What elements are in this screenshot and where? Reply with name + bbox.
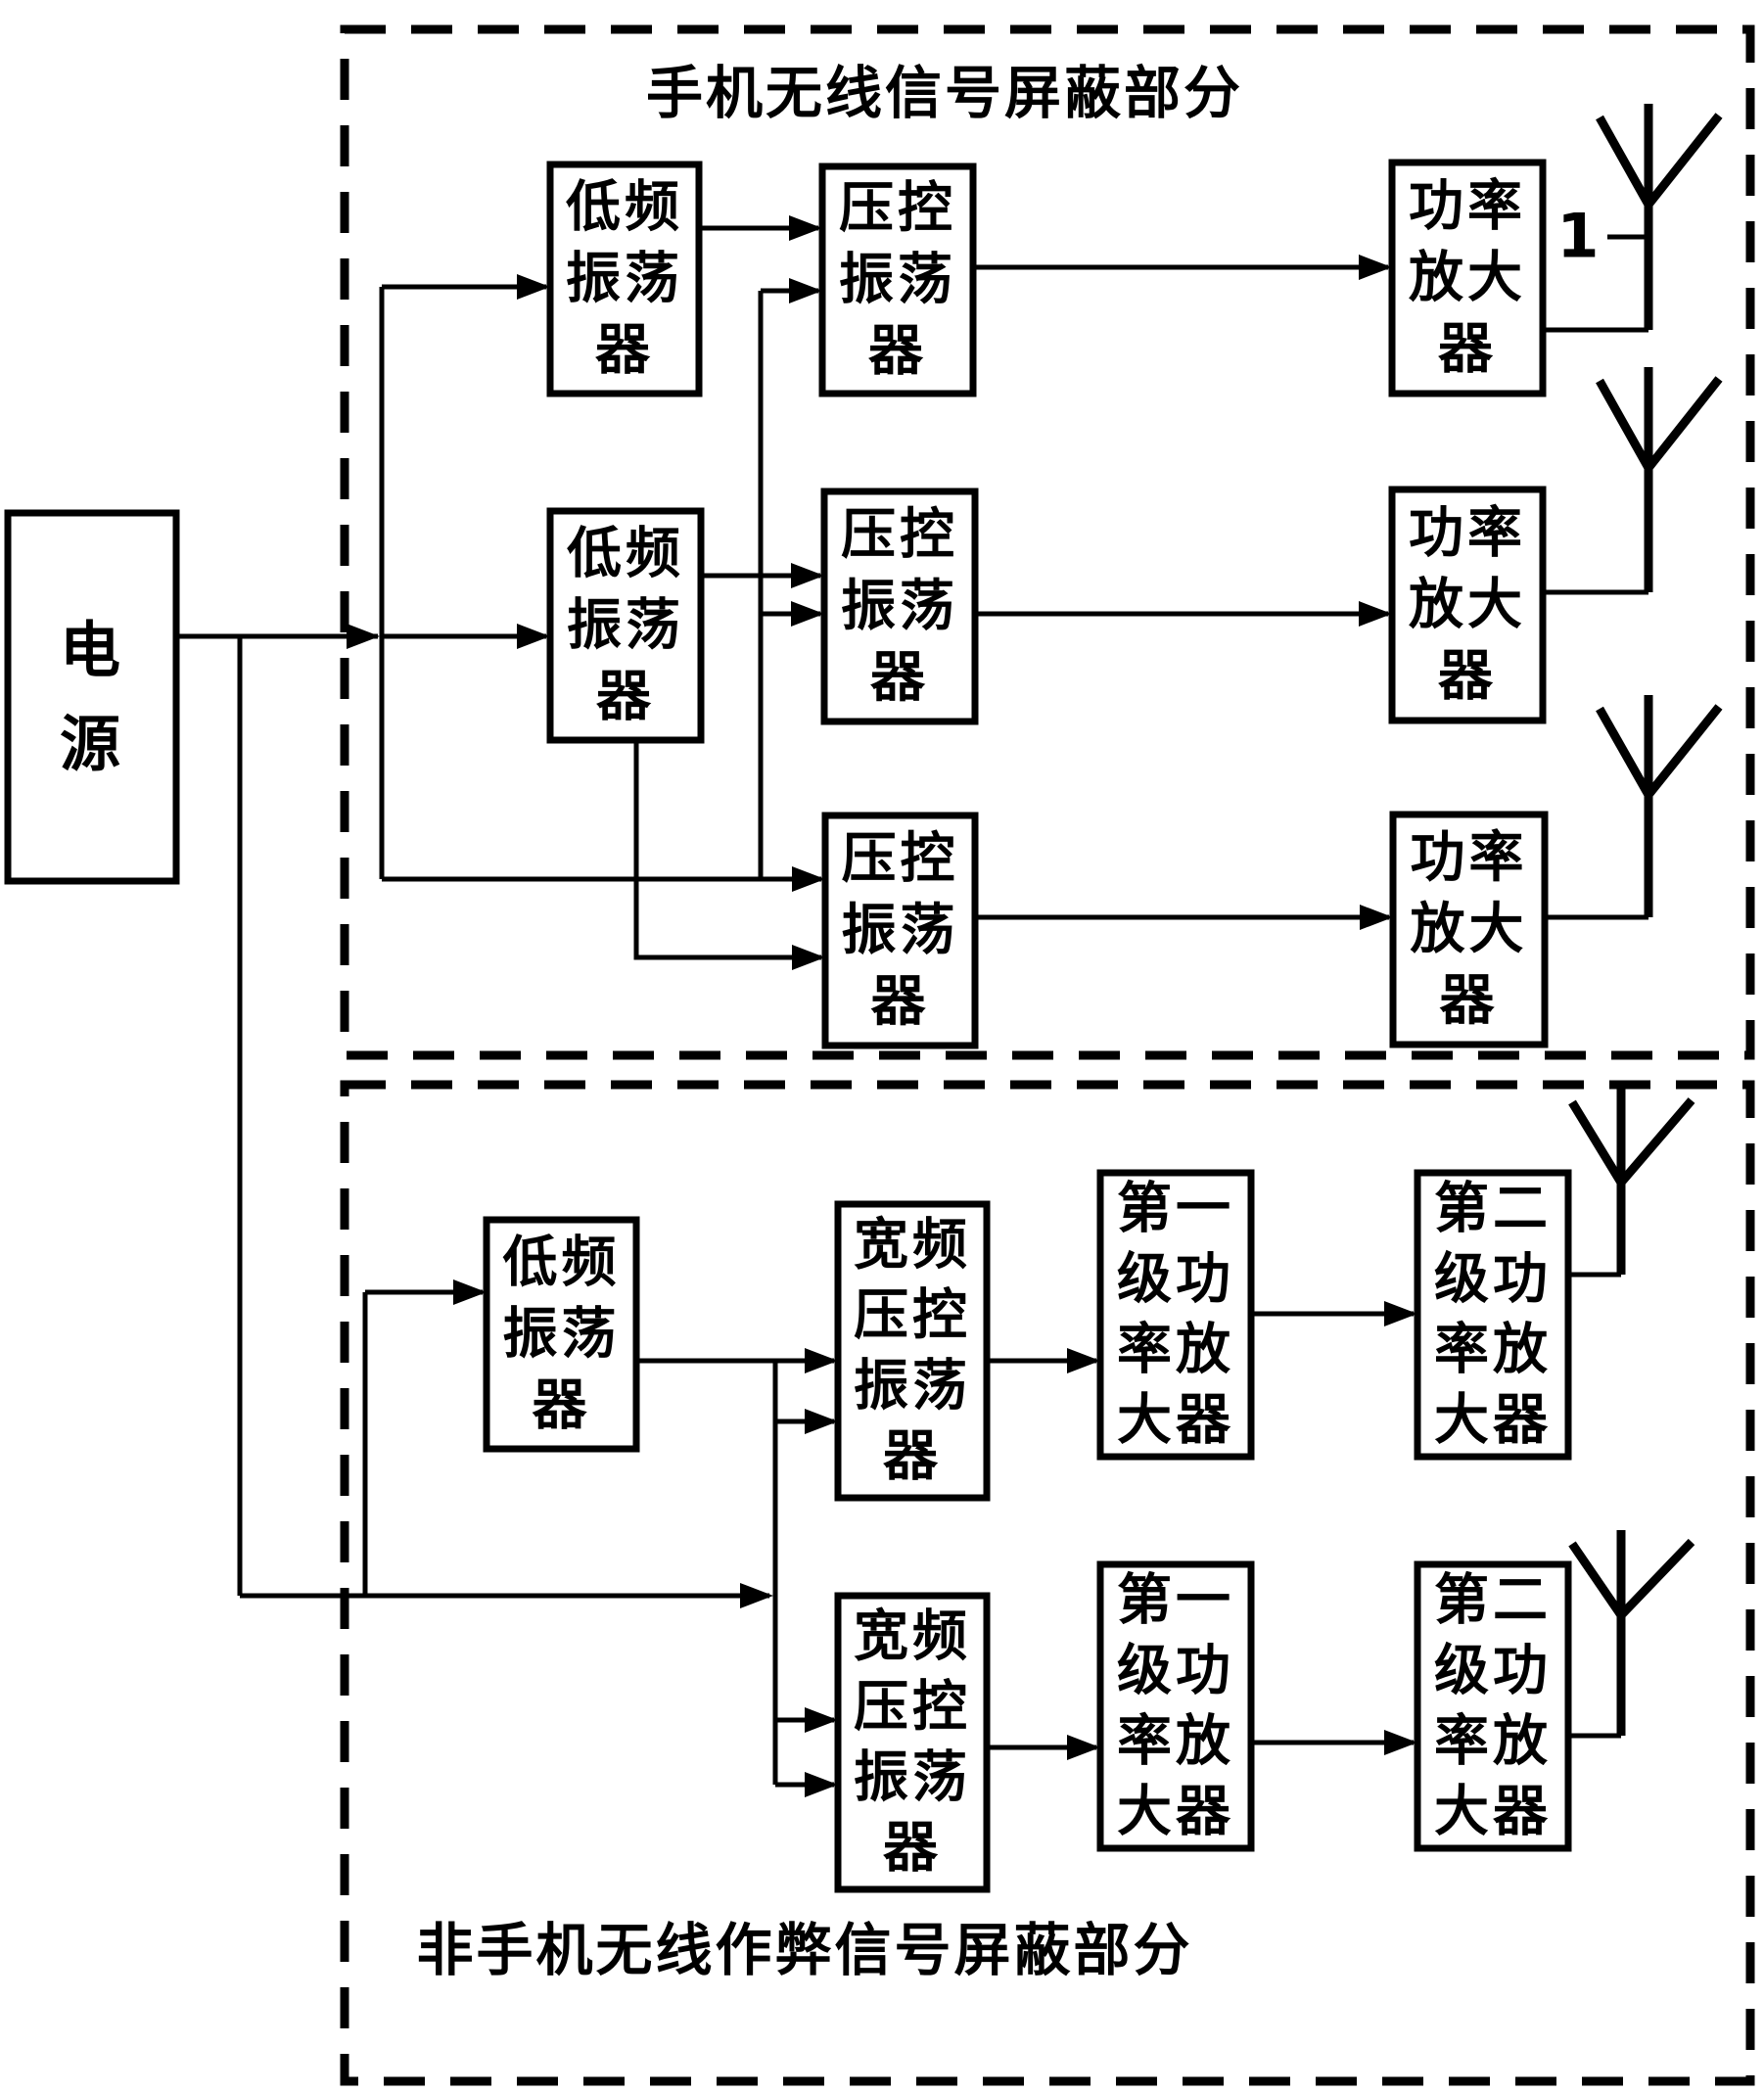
arrowhead-icon-7: [791, 601, 824, 627]
block-lf-oscillator-3-label: 低频振荡器: [503, 1232, 621, 1438]
block-stage2-power-amplifier-2-label: 第二级功率放大器: [1434, 1569, 1552, 1844]
antenna-5-icon: [1568, 1530, 1695, 1739]
block-lf-oscillator-1-border: [546, 161, 703, 397]
arrowhead-icon-3: [792, 866, 825, 892]
antenna-1-left-arm: [1596, 115, 1652, 208]
antenna-1-right-arm: [1645, 113, 1723, 208]
antenna-ref-1: 1: [1556, 201, 1599, 272]
block-lf-oscillator-2: 低频振荡器: [546, 507, 705, 744]
block-power-amplifier-3-label: 功率放大器: [1411, 826, 1528, 1033]
block-power-supply-border: [4, 509, 180, 885]
antenna-4-left-arm: [1568, 1099, 1625, 1186]
block-power-amplifier-1: 功率放大器: [1388, 159, 1547, 397]
block-stage1-power-amplifier-1-label: 第一级功率放大器: [1117, 1178, 1234, 1453]
block-vco-3: 压控振荡器: [821, 812, 979, 1049]
arrowhead-icon-13: [740, 1583, 773, 1608]
block-stage1-power-amplifier-2-label: 第一级功率放大器: [1117, 1569, 1234, 1844]
antenna-3-left-arm: [1596, 706, 1652, 798]
wire-lf-osc-2-to-vco-3: [633, 740, 821, 960]
antenna-1-icon: [1543, 104, 1723, 333]
arrowhead-icon-11: [1360, 905, 1393, 930]
arrowhead-icon-5: [789, 278, 822, 303]
antenna-2-right-arm: [1645, 376, 1723, 471]
block-wideband-vco-2: 宽频压控振荡器: [834, 1592, 991, 1893]
block-vco-3-label: 压控振荡器: [842, 827, 959, 1034]
block-wideband-vco-1: 宽频压控振荡器: [834, 1200, 991, 1502]
block-lf-oscillator-3: 低频振荡器: [483, 1216, 640, 1453]
block-wideband-vco-2-label: 宽频压控振荡器: [854, 1605, 971, 1881]
block-wideband-vco-1-label: 宽频压控振荡器: [854, 1214, 971, 1489]
block-lf-oscillator-1-label: 低频振荡器: [566, 176, 683, 383]
dashed-border-mobile-shield-section: [340, 24, 1755, 1060]
block-power-amplifier-2-label: 功率放大器: [1409, 502, 1526, 709]
arrowhead-icon-2: [517, 624, 550, 649]
block-power-supply: 电源: [4, 509, 180, 885]
block-lf-oscillator-2-label: 低频振荡器: [567, 523, 684, 729]
arrowhead-icon-6: [791, 563, 824, 588]
arrowhead-icon-12: [453, 1279, 487, 1305]
block-vco-2-border: [820, 488, 979, 725]
block-stage2-power-amplifier-1-border: [1414, 1169, 1572, 1461]
arrowhead-icon-10: [1359, 601, 1392, 627]
block-stage1-power-amplifier-1-border: [1096, 1169, 1255, 1461]
block-power-amplifier-1-border: [1388, 159, 1547, 397]
block-power-amplifier-3-border: [1389, 811, 1549, 1048]
arrowhead-icon-20: [1067, 1735, 1100, 1760]
arrowhead-icon-18: [1067, 1348, 1100, 1373]
block-stage2-power-amplifier-2-border: [1414, 1560, 1572, 1852]
antenna-4-right-arm: [1617, 1097, 1695, 1186]
arrowhead-icon-17: [805, 1772, 838, 1797]
block-power-amplifier-2: 功率放大器: [1388, 486, 1547, 724]
arrowhead-icon-4: [789, 215, 822, 241]
arrowhead-icon-8: [792, 945, 825, 970]
block-power-amplifier-1-label: 功率放大器: [1409, 175, 1526, 382]
bottom-section-title: 非手机无线作弊信号屏蔽部分: [416, 1917, 1192, 1983]
antenna-2-left-arm: [1596, 378, 1652, 471]
block-lf-oscillator-1: 低频振荡器: [546, 161, 703, 397]
block-vco-2-label: 压控振荡器: [841, 503, 958, 710]
top-section-title: 手机无线信号屏蔽部分: [646, 60, 1243, 126]
block-wideband-vco-2-border: [834, 1592, 991, 1893]
block-power-amplifier-3: 功率放大器: [1389, 811, 1549, 1048]
arrowhead-icon-1: [517, 274, 550, 300]
block-vco-1-label: 压控振荡器: [839, 177, 956, 384]
block-lf-oscillator-3-border: [483, 1216, 640, 1453]
block-vco-1-border: [818, 163, 977, 397]
arrowhead-icon-16: [805, 1707, 838, 1733]
block-stage2-power-amplifier-1: 第二级功率放大器: [1414, 1169, 1572, 1461]
block-vco-3-border: [821, 812, 979, 1049]
arrowhead-icon-9: [1359, 255, 1392, 280]
antenna-3-icon: [1545, 695, 1723, 920]
arrowhead-icon-14: [805, 1348, 838, 1373]
arrowhead-icon-21: [1384, 1730, 1417, 1755]
block-power-supply-label: 电源: [60, 615, 124, 780]
antenna-4-icon: [1568, 1089, 1695, 1278]
dashed-border-non-mobile-shield-section: [340, 1080, 1755, 2086]
block-lf-oscillator-2-border: [546, 507, 705, 744]
block-stage2-power-amplifier-1-label: 第二级功率放大器: [1434, 1178, 1552, 1453]
block-stage1-power-amplifier-2-border: [1096, 1560, 1255, 1852]
block-power-amplifier-2-border: [1388, 486, 1547, 724]
block-stage1-power-amplifier-2: 第一级功率放大器: [1096, 1560, 1255, 1852]
block-stage2-power-amplifier-2: 第二级功率放大器: [1414, 1560, 1572, 1852]
antenna-3-right-arm: [1645, 704, 1723, 798]
arrowhead-icon-19: [1384, 1301, 1417, 1326]
block-vco-1: 压控振荡器: [818, 163, 977, 397]
antenna-5-right-arm: [1617, 1538, 1695, 1619]
arrowhead-icon-0: [347, 624, 380, 649]
antenna-5-left-arm: [1568, 1541, 1625, 1618]
arrowhead-icon-15: [805, 1409, 838, 1434]
block-wideband-vco-1-border: [834, 1200, 991, 1502]
antenna-2-icon: [1543, 367, 1723, 595]
block-stage1-power-amplifier-1: 第一级功率放大器: [1096, 1169, 1255, 1461]
block-vco-2: 压控振荡器: [820, 488, 979, 725]
